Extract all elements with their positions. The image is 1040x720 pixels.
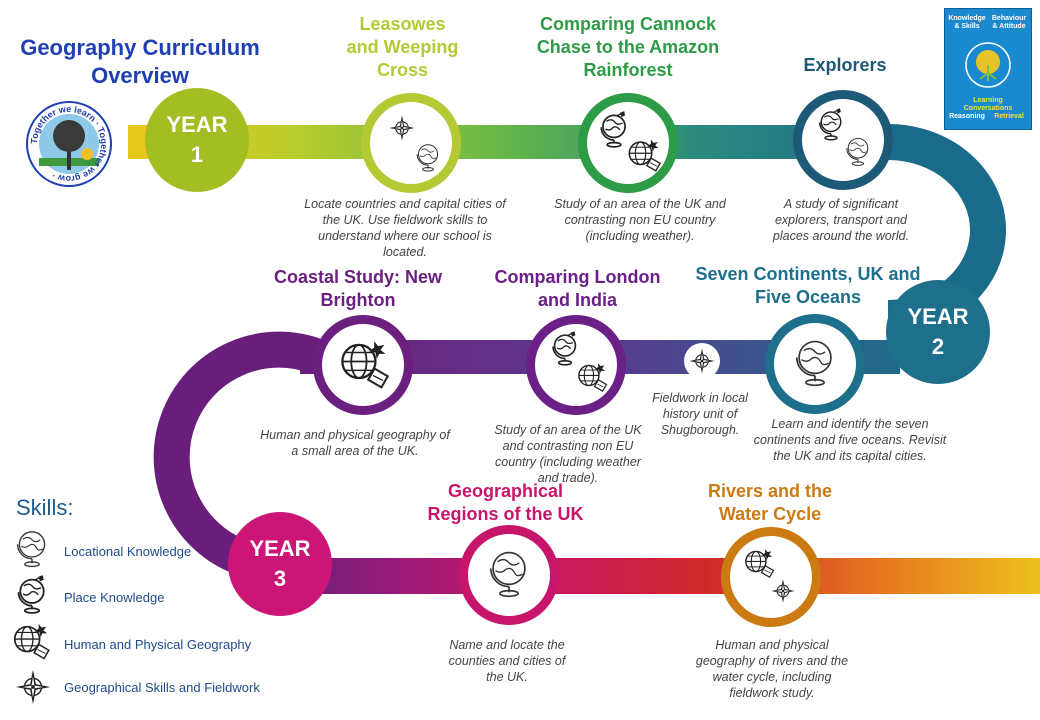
topic-node-london: [526, 315, 626, 415]
topic-node-explorers: [793, 90, 893, 190]
place-globe-icon: [14, 574, 50, 614]
topic-node-continents: [765, 314, 865, 414]
skill-place-knowledge: Place Knowledge: [64, 590, 165, 605]
globe-icon: [844, 135, 872, 167]
topic-title-explorers: Explorers: [803, 55, 887, 75]
topic-node-rivers: [721, 527, 821, 627]
fieldwork-marker: [684, 343, 720, 379]
topic-node-leasowes: [361, 93, 461, 193]
human-physical-globe-icon: [336, 336, 392, 392]
human-physical-globe-icon: [575, 360, 609, 394]
globe-icon: [414, 142, 442, 172]
compass-icon: [388, 114, 416, 142]
human-physical-globe-icon: [10, 620, 52, 662]
topic-node-regions: [459, 525, 559, 625]
human-physical-globe-icon: [742, 546, 776, 580]
path-curve-left: [153, 331, 325, 574]
path-row-3: [290, 558, 1040, 594]
globe-icon: [486, 548, 532, 598]
skills-title: Skills:: [16, 495, 74, 520]
compass-icon: [14, 668, 52, 706]
compass-icon: [770, 578, 796, 604]
skill-locational-knowledge: Locational Knowledge: [64, 544, 192, 559]
place-globe-icon: [816, 107, 846, 141]
skill-geographical-fieldwork: Geographical Skills and Fieldwork: [64, 680, 260, 695]
globe-icon: [792, 337, 838, 387]
skill-human-physical-geography: Human and Physical Geography: [64, 637, 252, 652]
school-logo: Together we learn · Together we grow ·: [25, 100, 113, 188]
topic-node-cannock: [578, 93, 678, 193]
topic-node-coastal: [313, 315, 413, 415]
compass-icon: [688, 347, 716, 375]
page-title: Geography Curriculum Overview: [20, 35, 260, 88]
path-row-1: [128, 125, 888, 159]
human-physical-globe-icon: [625, 136, 663, 174]
leasowes-learner-logo: Knowledge & Skills Behaviour & Attitude …: [944, 8, 1032, 130]
globe-icon: [14, 528, 50, 568]
